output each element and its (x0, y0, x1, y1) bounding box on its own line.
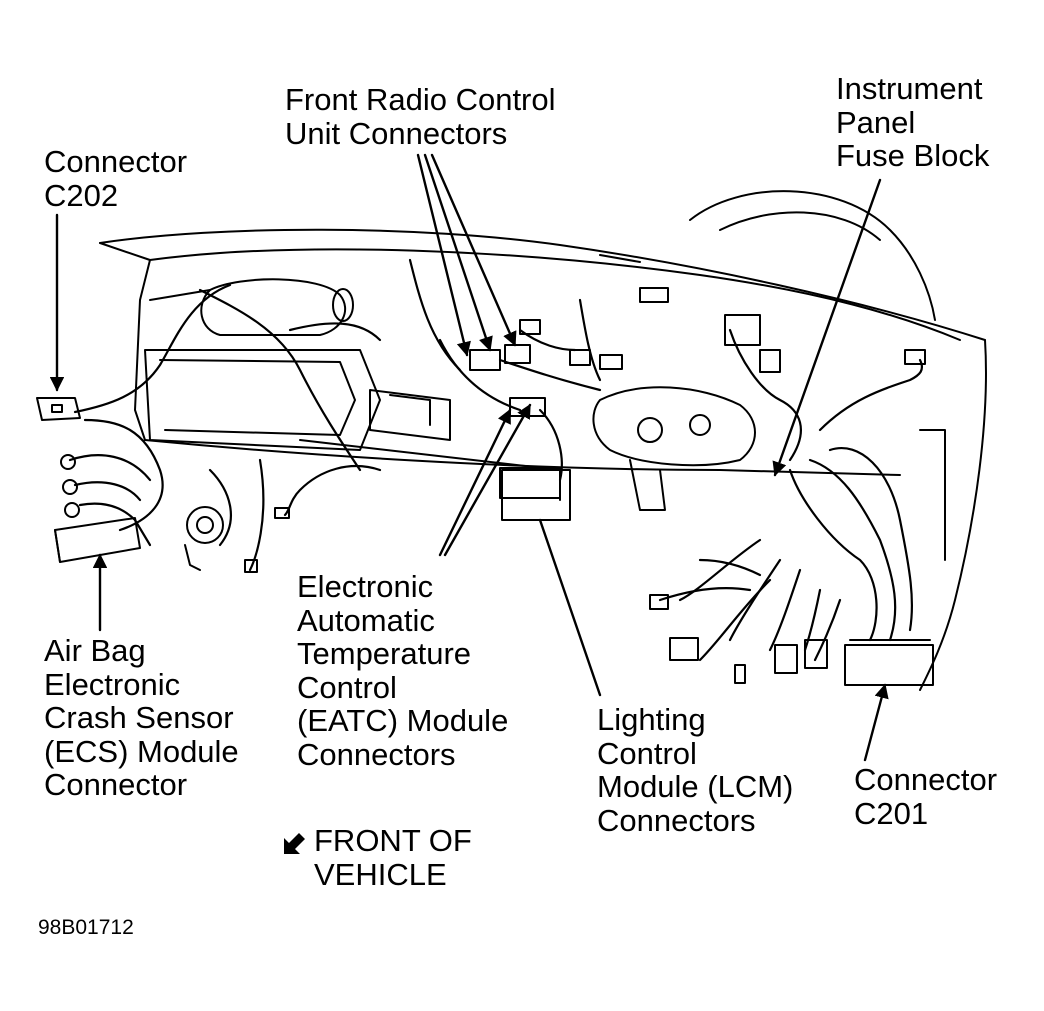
label-eatc-module-connectors: Electronic Automatic Temperature Control… (297, 569, 509, 772)
label-front-radio-connectors: Front Radio Control Unit Connectors (285, 82, 556, 151)
leader-fuse-block (772, 178, 882, 477)
center-modules (469, 254, 781, 521)
label-instrument-panel-fuse-block: Instrument Panel Fuse Block (836, 71, 990, 173)
left-duct-assembly (144, 278, 451, 451)
label-connector-c202: Connector C202 (44, 144, 188, 213)
left-components (36, 397, 290, 573)
leader-front-radio-2 (423, 153, 493, 352)
wiring-harness (68, 258, 924, 662)
dashboard-outline (99, 190, 987, 691)
label-connector-c201: Connector C201 (854, 762, 998, 831)
callout-leaders (49, 153, 889, 762)
label-lcm-connectors: Lighting Control Module (LCM) Connectors (597, 702, 794, 838)
leader-eatc-2 (443, 403, 532, 557)
figure-id: 98B01712 (38, 916, 134, 939)
leader-front-radio-3 (430, 153, 517, 347)
leader-front-radio-1 (416, 153, 471, 357)
front-of-vehicle-text: FRONT OF VEHICLE (314, 823, 472, 892)
label-airbag-ecs-connector: Air Bag Electronic Crash Sensor (ECS) Mo… (44, 633, 239, 802)
leader-lcm (538, 518, 602, 697)
leader-eatc-1 (438, 408, 512, 557)
leader-c201 (863, 683, 889, 762)
front-direction-arrow-icon (284, 833, 305, 854)
connector-blocks (649, 349, 934, 686)
